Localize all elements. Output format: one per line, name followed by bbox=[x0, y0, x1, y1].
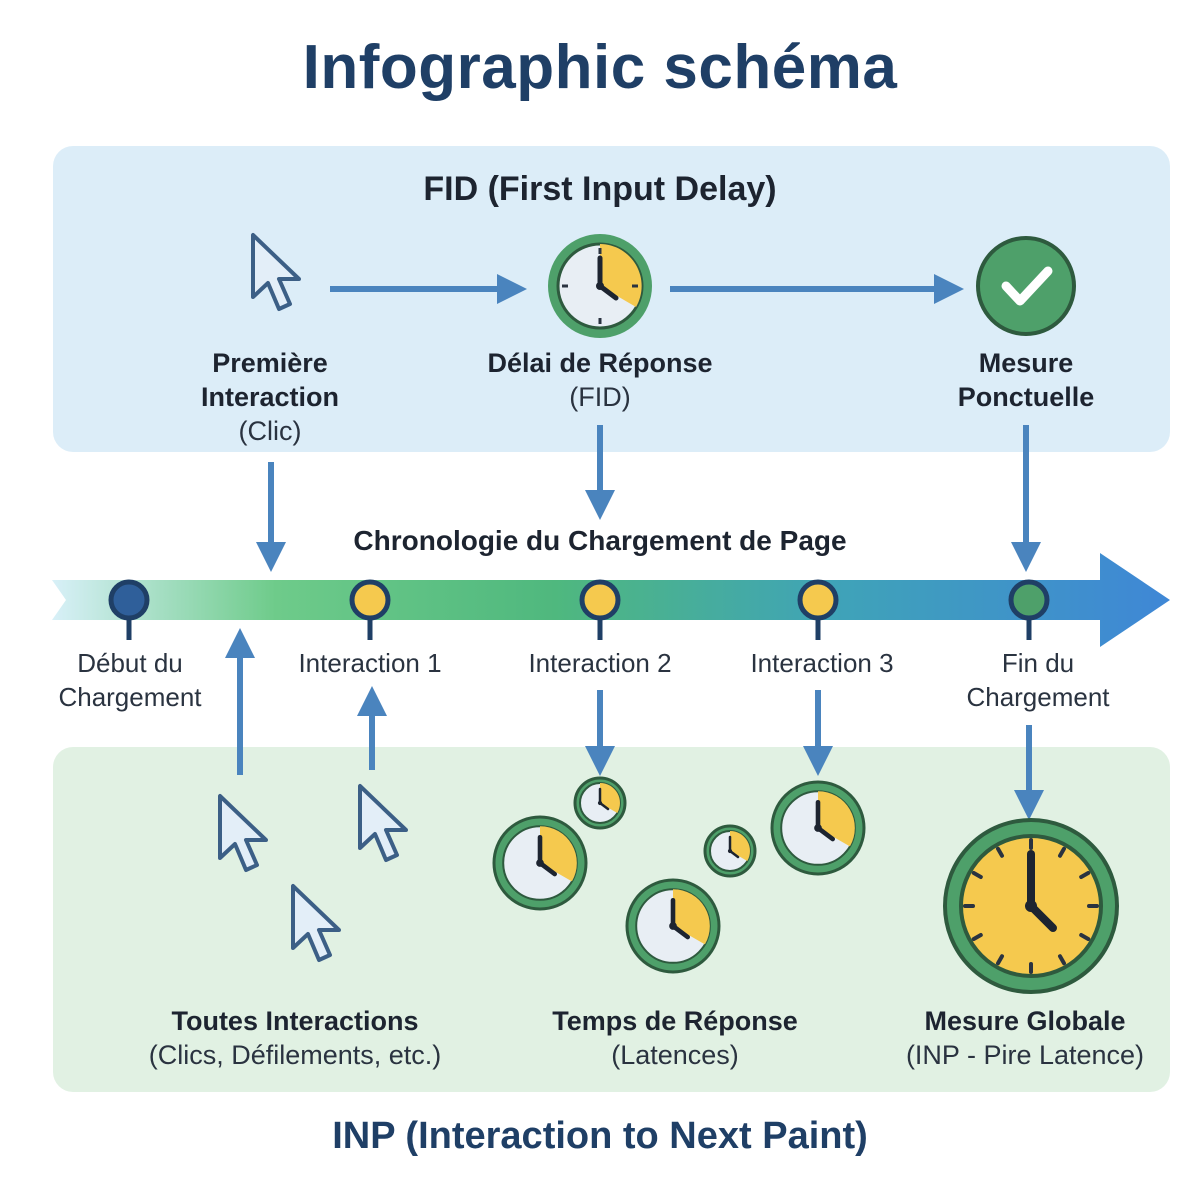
inp-group-2-label: Temps de Réponse (Latences) bbox=[552, 1006, 798, 1070]
timeline-title: Chronologie du Chargement de Page bbox=[353, 525, 847, 556]
timeline-point-interaction-3 bbox=[797, 579, 839, 640]
latency-clock-icon bbox=[625, 878, 721, 974]
inp-group-1-label: Toutes Interactions (Clics, Défilements,… bbox=[148, 1006, 442, 1070]
inp-group-3-label: Mesure Globale (INP - Pire Latence) bbox=[905, 1006, 1145, 1070]
large-clock-icon bbox=[943, 818, 1119, 994]
cursor-icon bbox=[251, 233, 301, 311]
cursor-icon bbox=[358, 784, 408, 862]
timeline-point-interaction-2 bbox=[579, 579, 621, 640]
page-title: Infographic schéma bbox=[302, 33, 898, 102]
fid-step-1-label: Première Interaction (Clic) bbox=[200, 348, 340, 446]
timeline-label-interaction-3: Interaction 3 bbox=[750, 648, 894, 678]
latency-clock-icon bbox=[703, 824, 757, 878]
fid-step-2-label: Délai de Réponse (FID) bbox=[487, 348, 713, 412]
cursors-icon bbox=[218, 784, 408, 962]
clock-icon bbox=[548, 234, 652, 338]
cursor-icon bbox=[291, 884, 341, 962]
latency-clock-icon bbox=[573, 776, 627, 830]
timeline-label-end: Fin du Chargement bbox=[966, 648, 1110, 712]
latency-clock-icon bbox=[492, 815, 588, 911]
timeline-label-start: Début du Chargement bbox=[58, 648, 202, 712]
timeline-point-start bbox=[108, 579, 150, 640]
cursor-icon bbox=[218, 794, 268, 872]
timeline-label-interaction-2: Interaction 2 bbox=[528, 648, 672, 678]
check-icon bbox=[976, 236, 1076, 336]
inp-title: INP (Interaction to Next Paint) bbox=[332, 1115, 868, 1157]
fid-step-3-label: Mesure Ponctuelle bbox=[957, 348, 1095, 412]
clocks-icon bbox=[492, 776, 866, 974]
latency-clock-icon bbox=[770, 780, 866, 876]
fid-title: FID (First Input Delay) bbox=[423, 170, 777, 208]
timeline-point-interaction-1 bbox=[349, 579, 391, 640]
timeline-point-end bbox=[1008, 579, 1050, 640]
timeline-label-interaction-1: Interaction 1 bbox=[298, 648, 442, 678]
